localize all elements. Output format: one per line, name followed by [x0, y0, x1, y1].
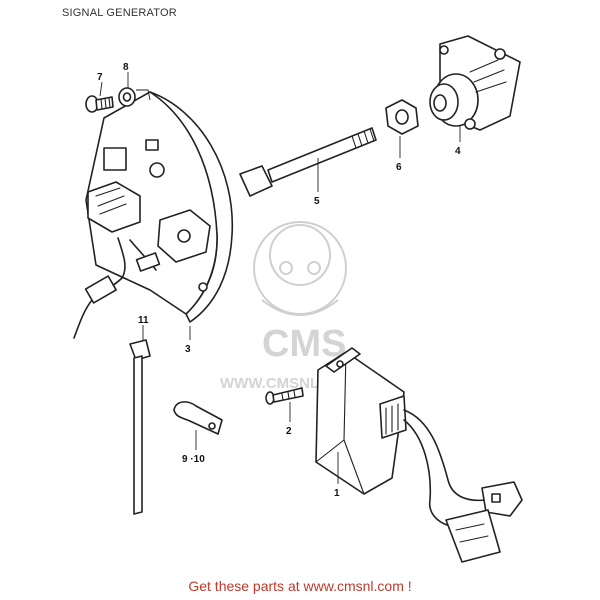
callout-9-10: 9 ·10	[182, 454, 205, 465]
callout-6: 6	[396, 162, 402, 173]
callout-3: 3	[185, 344, 191, 355]
plate-hole	[149, 162, 165, 178]
watermark-brand: CMS	[262, 323, 346, 365]
igniter-1-connector-b-detail	[455, 523, 489, 543]
part-11-cable-tie	[129, 339, 151, 515]
clamp-9-10-hole	[208, 422, 216, 430]
igniter-1-connector-b	[445, 509, 501, 563]
part-5-bolt	[239, 127, 377, 197]
callout-11: 11	[138, 315, 149, 326]
bolt-5-shank	[267, 127, 377, 183]
plate-slot	[145, 139, 159, 151]
igniter-1-tab-hole	[336, 360, 344, 368]
igniter-1-connector-a-pin	[491, 493, 501, 503]
part-1-igniter	[315, 347, 523, 563]
part-3-signal-plate	[73, 91, 234, 339]
washer-8-inner	[122, 92, 132, 102]
callout-2: 2	[286, 426, 292, 437]
rotor-4-pin-top	[494, 48, 506, 60]
nut-6-hole	[395, 109, 409, 125]
rotor-4-pin-bottom	[464, 118, 476, 130]
leader-lines	[99, 72, 461, 484]
igniter-1-terminal-block	[379, 395, 407, 439]
leader-8-bracket	[136, 89, 151, 101]
bolt-5-thread	[351, 128, 375, 149]
watermark-mascot-helmet	[269, 224, 331, 286]
screw-7-thread	[100, 97, 111, 110]
part-8-washer	[118, 87, 136, 107]
callout-5: 5	[314, 196, 320, 207]
part-2-screw	[265, 387, 304, 405]
leader-7	[99, 81, 103, 97]
screw-7-shank	[95, 96, 114, 111]
callout-1: 1	[334, 488, 340, 499]
igniter-1-wire-b	[403, 419, 451, 527]
page-title: SIGNAL GENERATOR	[62, 7, 177, 19]
igniter-1-terminals	[385, 403, 399, 435]
watermark-mascot-head	[253, 221, 347, 315]
screw-2-thread	[281, 390, 296, 401]
igniter-1-tab	[325, 347, 361, 373]
pickup-bracket-top	[103, 147, 127, 171]
part-callouts: 7 8 3 5 6 4 11 9 ·10 2 1	[97, 62, 461, 499]
callout-7: 7	[97, 72, 103, 83]
watermark-mascot-chin	[261, 299, 339, 316]
wire-clamp	[135, 252, 161, 272]
rotor-4-weights	[469, 59, 507, 93]
bolt-5-head	[239, 165, 273, 197]
callout-4: 4	[455, 146, 461, 157]
plate-mount-hole	[198, 282, 208, 292]
part-7-screw	[85, 95, 114, 113]
rotor-4-pin-left	[439, 45, 449, 55]
cable-tie-11-head	[129, 339, 151, 361]
igniter-1-connector-a	[481, 481, 523, 517]
footer-shop-link[interactable]: Get these parts at www.cmsnl.com !	[188, 578, 412, 594]
plate-connector	[84, 275, 117, 304]
clamp-9-10-body	[173, 401, 223, 435]
pickup-coil-left-detail	[95, 187, 127, 215]
watermark-mascot-eyes	[279, 261, 322, 275]
igniter-1-wire-a	[403, 409, 487, 502]
callout-8: 8	[123, 62, 129, 73]
part-9-10-clamp	[173, 401, 223, 435]
cable-tie-11-strap	[133, 355, 143, 515]
pickup-coil-right-core	[177, 229, 191, 243]
igniter-1-edges	[315, 351, 365, 495]
part-6-nut	[385, 99, 419, 135]
rotor-4-hub	[433, 94, 447, 112]
part-4-rotor	[429, 35, 521, 131]
